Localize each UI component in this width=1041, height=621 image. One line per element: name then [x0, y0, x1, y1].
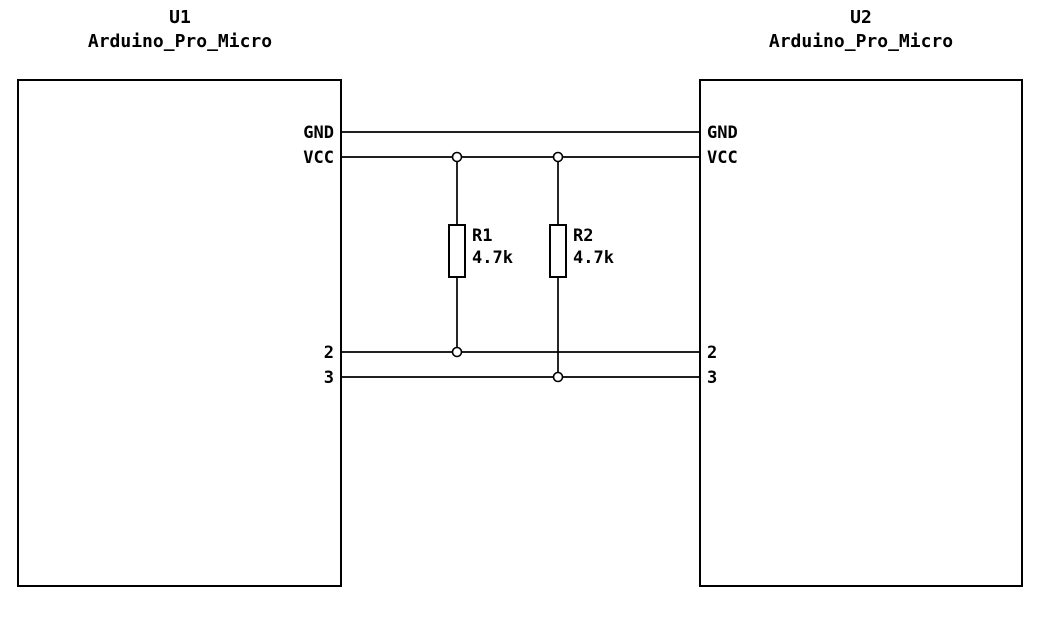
u2-pin-label-gnd: GND: [707, 123, 738, 143]
u2-pin-label-3: 3: [707, 368, 717, 388]
wires: [341, 131, 700, 378]
u1-pin-label-2: 2: [324, 343, 334, 363]
u2-value: Arduino_Pro_Micro: [769, 31, 953, 52]
junction-net2-r1: [451, 346, 463, 358]
junctions: [451, 151, 564, 383]
resistor-r1: R1 4.7k: [448, 157, 513, 352]
r2-value: 4.7k: [573, 248, 614, 268]
r1-value: 4.7k: [472, 248, 513, 268]
u2-body: [699, 79, 1023, 587]
u2-pin-label-2: 2: [707, 343, 717, 363]
r2-reference: R2: [573, 226, 593, 246]
r1-body: [448, 224, 466, 278]
component-u2: U2 Arduino_Pro_Micro GND VCC 2 3: [699, 7, 1023, 587]
junction-vcc-r2: [552, 151, 564, 163]
junction-net3-r2: [552, 371, 564, 383]
u2-pin-label-vcc: VCC: [707, 148, 738, 168]
u1-body: [17, 79, 342, 587]
component-u1: U1 Arduino_Pro_Micro GND VCC 2 3: [17, 7, 342, 587]
u1-value: Arduino_Pro_Micro: [88, 31, 272, 52]
r1-reference: R1: [472, 226, 492, 246]
r2-body: [549, 224, 567, 278]
junction-vcc-r1: [451, 151, 463, 163]
u1-pin-label-3: 3: [324, 368, 334, 388]
resistor-r2: R2 4.7k: [549, 157, 614, 377]
u2-reference: U2: [850, 7, 872, 28]
u1-reference: U1: [169, 7, 191, 28]
u1-pin-label-gnd: GND: [303, 123, 334, 143]
u1-pin-label-vcc: VCC: [303, 148, 334, 168]
